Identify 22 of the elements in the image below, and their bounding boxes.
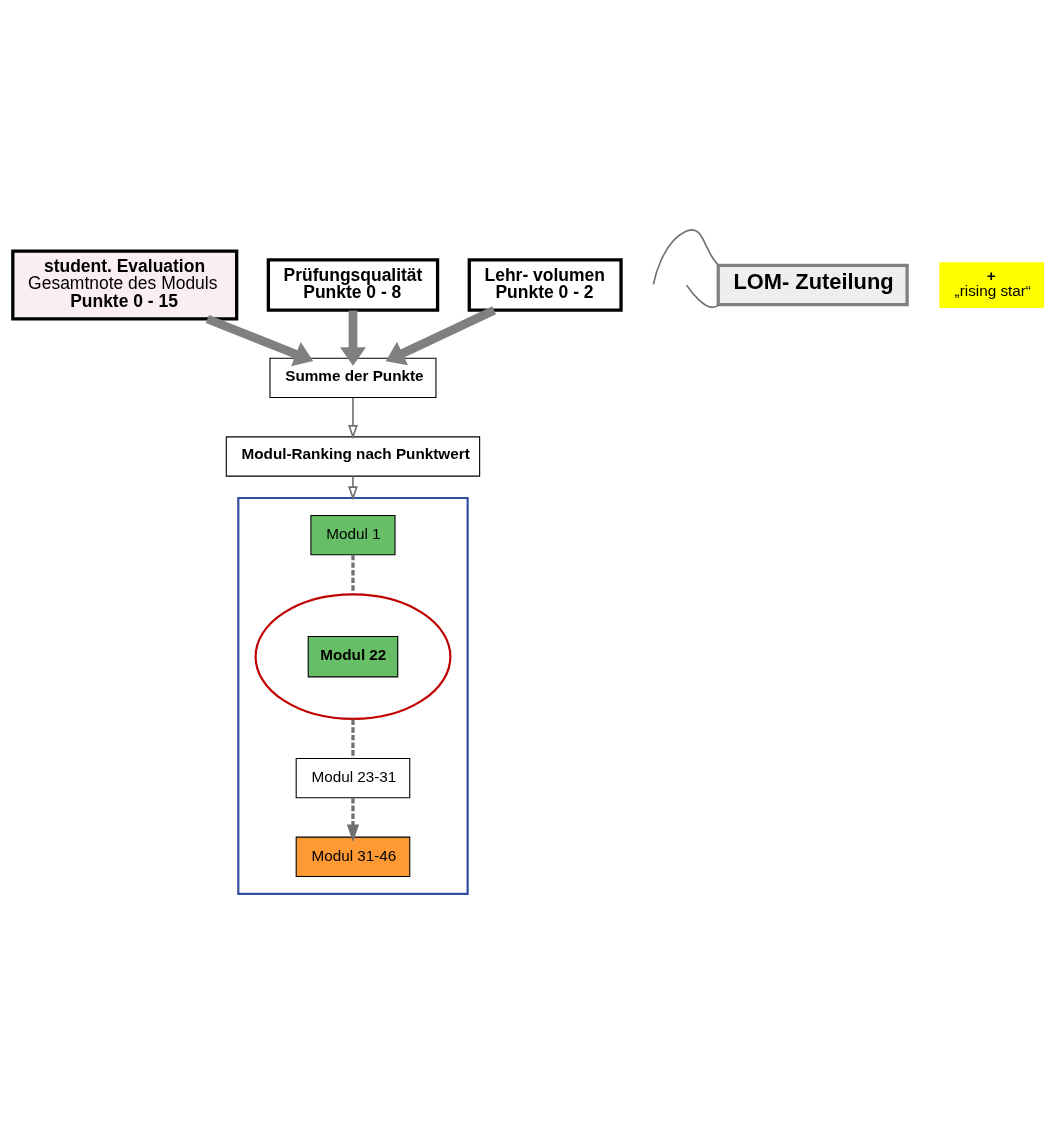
node-box: + „rising star“ [939, 261, 1045, 308]
node-box: Modul 31-46 [295, 836, 411, 877]
arrow [348, 396, 358, 439]
node-ellipse: Modul 22 [254, 592, 452, 720]
cluster [237, 496, 469, 895]
arrow [346, 797, 360, 842]
arrow [205, 314, 314, 366]
node-box: Lehr- volumen Punkte 0 - 2 [467, 257, 623, 312]
connector [351, 554, 355, 594]
arrow [340, 309, 366, 366]
arrow [385, 305, 496, 365]
node-box: Modul-Ranking nach Punktwert [225, 435, 481, 477]
node-box: LOM- Zuteilung [716, 263, 909, 306]
node-box: Summe der Punkte [269, 357, 437, 398]
arrow [348, 475, 358, 500]
connector [685, 283, 720, 308]
node-box: Prüfungsqualität Punkte 0 - 8 [266, 257, 440, 312]
connector [351, 719, 355, 758]
node-box: Modul 1 [310, 514, 396, 555]
connector [652, 228, 719, 285]
node-box: Modul 23-31 [295, 757, 411, 798]
node-box: student. Evaluation Gesamtnote des Moduls Punkte 0 - 15 [11, 249, 239, 321]
